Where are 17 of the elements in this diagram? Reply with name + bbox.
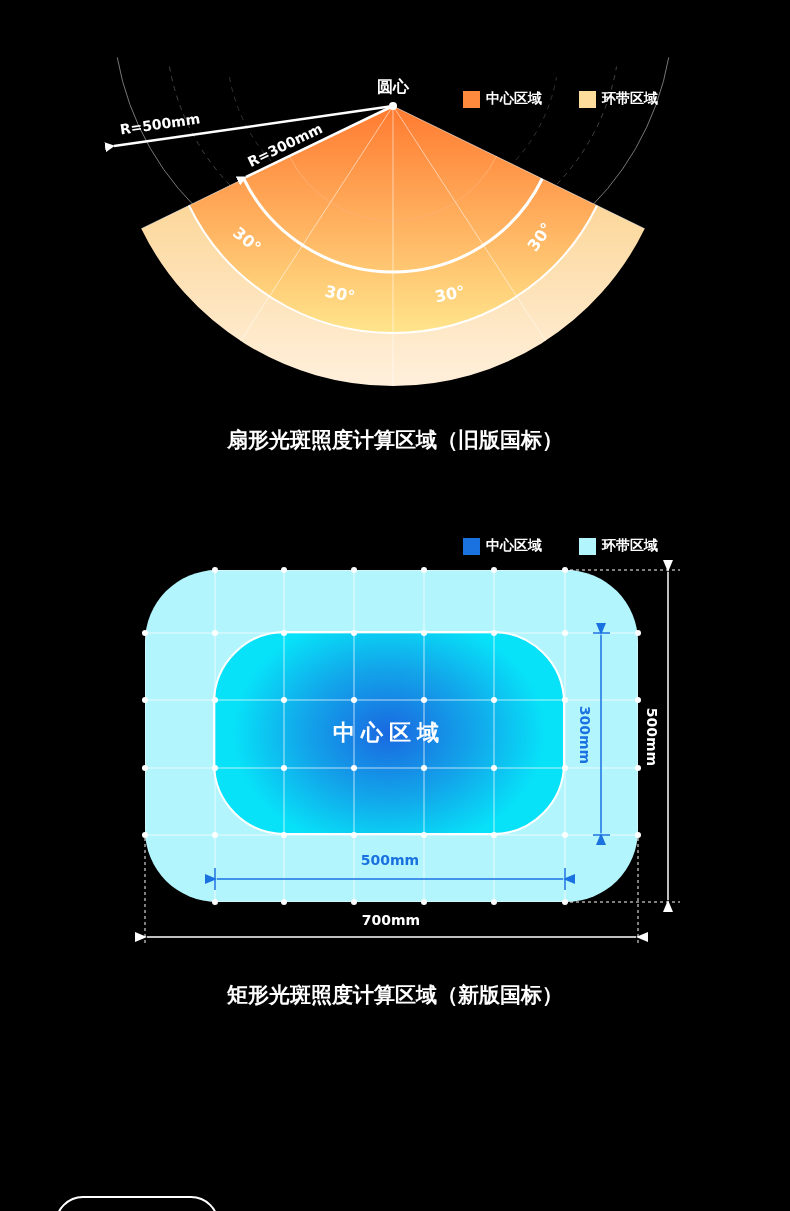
dimension-label: 圆心 bbox=[377, 76, 409, 98]
dimension-label: 500mm bbox=[644, 707, 660, 767]
dimension-label: 30° bbox=[229, 223, 265, 257]
dimension-label: R=500mm bbox=[118, 110, 202, 138]
dimension-label: 500mm bbox=[360, 852, 420, 868]
figure-caption: 扇形光斑照度计算区域（旧版国标） bbox=[227, 427, 563, 454]
legend-text: 中心区域 bbox=[486, 90, 542, 108]
legend-text: 中心区域 bbox=[486, 537, 542, 555]
dimension-label: 30° bbox=[323, 281, 357, 307]
dimension-label: 30° bbox=[433, 281, 467, 307]
legend-text: 环带区域 bbox=[602, 90, 658, 108]
figure-caption: 矩形光斑照度计算区域（新版国标） bbox=[227, 982, 563, 1009]
dimension-label: 300mm bbox=[577, 705, 593, 765]
area-label: 中心区域 bbox=[333, 719, 445, 747]
dimension-label: 700mm bbox=[361, 912, 421, 928]
legend-text: 环带区域 bbox=[602, 537, 658, 555]
center-area bbox=[213, 631, 565, 835]
